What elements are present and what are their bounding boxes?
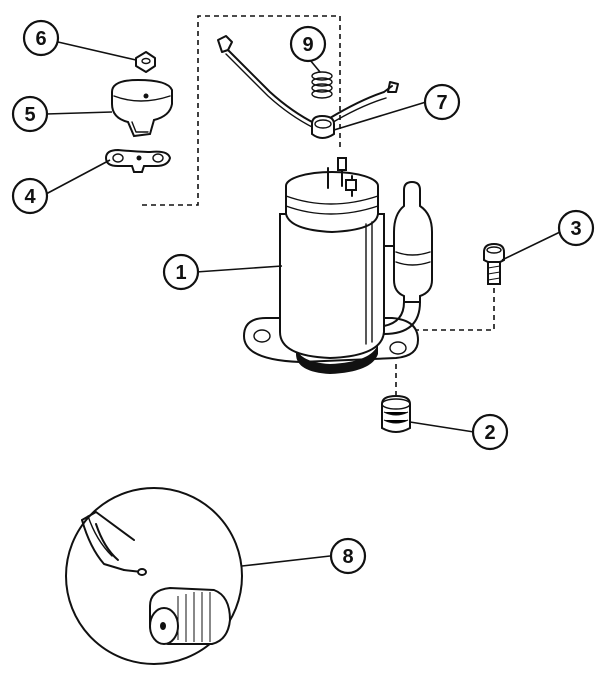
callout-6: 6	[22, 19, 60, 57]
callout-1-label: 1	[175, 262, 186, 284]
part-7-overload-wiring	[217, 35, 399, 139]
callout-3-label: 3	[570, 218, 581, 240]
leader-4	[45, 159, 111, 195]
part-1-compressor	[242, 157, 420, 374]
leader-2	[409, 421, 475, 433]
dashed-group-box	[142, 15, 341, 206]
part-9-spring	[311, 71, 333, 99]
part-4-gasket	[104, 148, 172, 173]
callout-6-label: 6	[35, 28, 46, 50]
callout-3: 3	[557, 209, 595, 247]
leader-6	[57, 41, 137, 61]
callout-4: 4	[11, 177, 49, 215]
callout-9-label: 9	[302, 34, 313, 56]
callout-4-label: 4	[24, 186, 36, 208]
leader-5	[45, 111, 113, 115]
leader-8	[241, 555, 331, 567]
callout-5: 5	[11, 95, 49, 133]
leader-3	[501, 231, 561, 261]
dashed-bolt-leader	[405, 285, 495, 331]
part-3-bolt	[483, 242, 505, 285]
callout-9: 9	[289, 25, 327, 63]
callout-2: 2	[471, 413, 509, 451]
callout-7: 7	[423, 83, 461, 121]
leader-1	[195, 265, 283, 273]
accumulator	[383, 180, 433, 335]
callout-7-label: 7	[436, 92, 447, 114]
leader-9	[309, 59, 321, 73]
callout-2-label: 2	[484, 422, 495, 444]
callout-8-label: 8	[342, 546, 353, 568]
callout-1: 1	[162, 253, 200, 291]
callout-8: 8	[329, 537, 367, 575]
part-8-detail-view	[65, 487, 243, 665]
leader-7	[333, 101, 427, 131]
part-2-grommet	[381, 364, 411, 433]
part-6-nut	[135, 51, 156, 73]
callout-5-label: 5	[24, 104, 35, 126]
part-5-terminal-cover	[111, 78, 173, 138]
